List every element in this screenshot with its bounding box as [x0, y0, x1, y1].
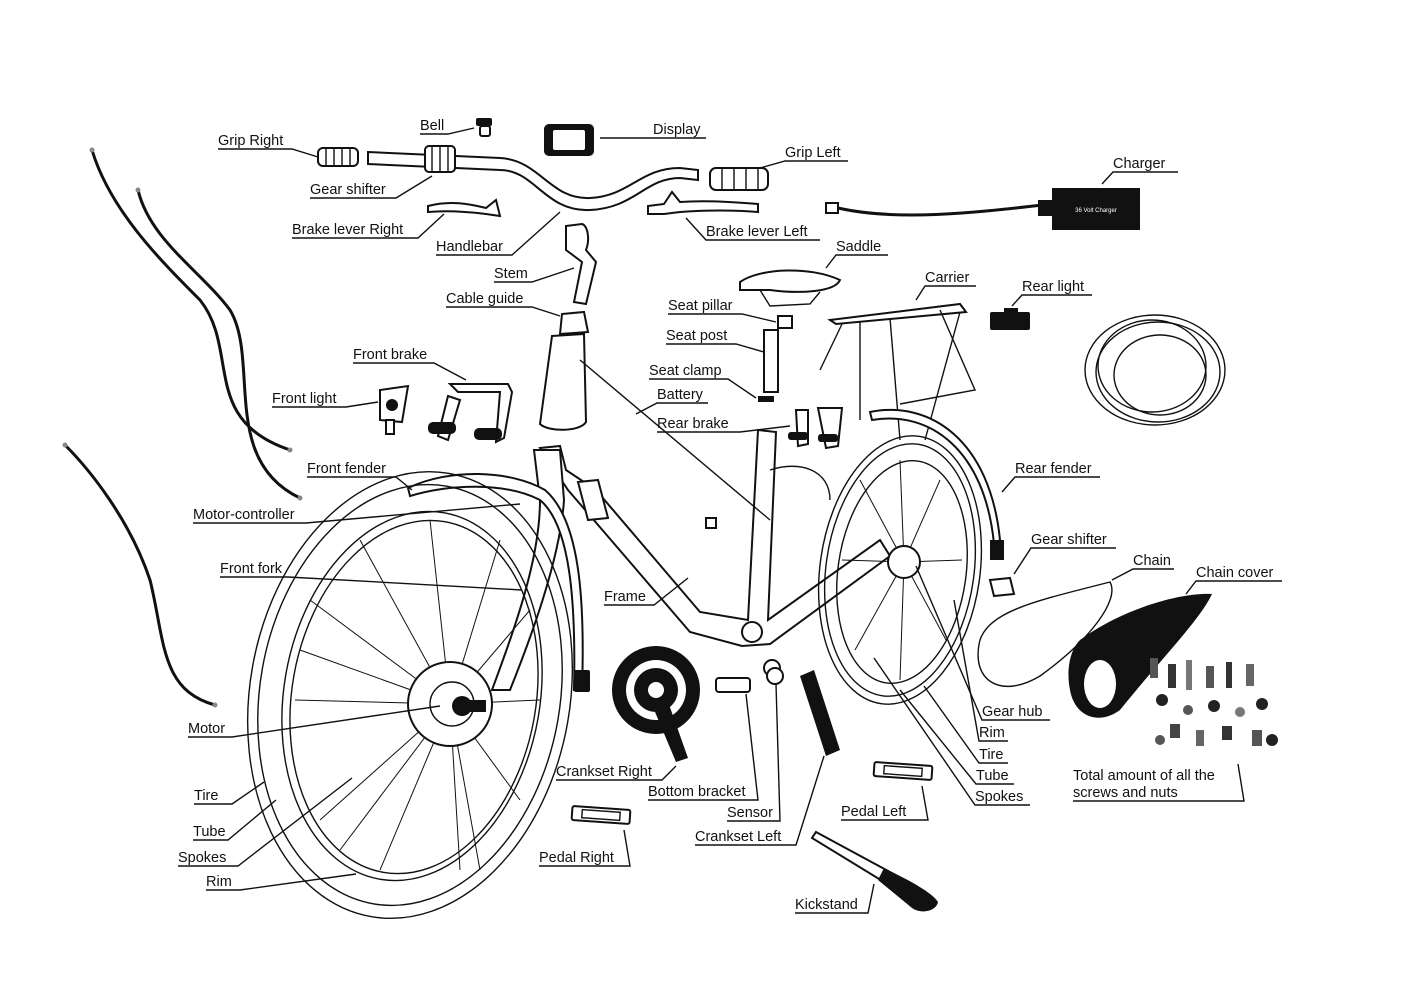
label-carrier: Carrier [925, 270, 969, 286]
saddle [739, 269, 842, 307]
label-handlebar: Handlebar [436, 239, 503, 255]
label-pedal-right: Pedal Right [539, 850, 614, 866]
front-wheel [246, 470, 574, 920]
bell-icon [476, 118, 492, 137]
label-gear-shifter-front: Gear shifter [310, 182, 386, 198]
brake-lever-left [647, 190, 759, 215]
seat-clamp [758, 396, 774, 402]
label-spokes-front: Spokes [178, 850, 226, 866]
label-front-brake: Front brake [353, 347, 427, 363]
label-screws-line2: screws and nuts [1073, 785, 1178, 801]
front-brake [428, 383, 514, 444]
label-motor-controller: Motor-controller [193, 507, 295, 523]
cable-coil [1084, 314, 1226, 426]
seat-post [763, 329, 779, 393]
label-sensor: Sensor [727, 805, 773, 821]
label-bottom-bracket: Bottom bracket [648, 784, 746, 800]
label-rear-brake: Rear brake [657, 416, 729, 432]
chain [977, 581, 1113, 687]
label-chain: Chain [1133, 553, 1171, 569]
label-chain-cover: Chain cover [1196, 565, 1274, 581]
label-screws-line1: Total amount of all the [1073, 768, 1215, 784]
label-front-fender: Front fender [307, 461, 386, 477]
label-seat-post: Seat post [666, 328, 727, 344]
chain-cover [1068, 593, 1212, 718]
label-spokes-rear: Spokes [975, 789, 1023, 805]
gear-shifter-front [424, 145, 456, 173]
label-stem: Stem [494, 266, 528, 282]
rear-light-icon [990, 308, 1030, 330]
label-tube-front: Tube [193, 824, 226, 840]
charger-device-text: 36 Volt Charger [1075, 208, 1117, 214]
frame [538, 359, 892, 648]
label-gear-shifter-rear: Gear shifter [1031, 532, 1107, 548]
battery [538, 332, 588, 431]
rear-brake [788, 407, 844, 450]
label-gear-hub: Gear hub [982, 704, 1042, 720]
label-battery: Battery [657, 387, 704, 403]
brake-lever-right [427, 198, 502, 218]
label-display: Display [653, 122, 701, 138]
label-grip-right: Grip Right [218, 133, 283, 149]
label-grip-left: Grip Left [785, 145, 841, 161]
label-rear-light: Rear light [1022, 279, 1084, 295]
rear-fender [868, 408, 1004, 560]
label-tube-rear: Tube [976, 768, 1009, 784]
label-kickstand: Kickstand [795, 897, 858, 913]
label-rear-fender: Rear fender [1015, 461, 1092, 477]
label-tire-rear: Tire [979, 747, 1003, 763]
cable-guide [558, 310, 590, 336]
carrier [819, 302, 976, 441]
label-rim-front: Rim [206, 874, 232, 890]
label-rim-rear: Rim [979, 725, 1005, 741]
grip-right [317, 147, 359, 167]
label-motor: Motor [188, 721, 225, 737]
gear-shifter-rear [988, 576, 1016, 598]
stem [565, 222, 598, 306]
label-pedal-left: Pedal Left [841, 804, 906, 820]
label-front-fork: Front fork [220, 561, 283, 577]
label-tire-front: Tire [194, 788, 218, 804]
label-front-light: Front light [272, 391, 336, 407]
label-brake-lever-right: Brake lever Right [292, 222, 403, 238]
handlebar [367, 150, 699, 212]
label-frame: Frame [604, 589, 646, 605]
grip-left [709, 167, 769, 191]
cables-left [62, 147, 303, 708]
sensor [763, 659, 784, 685]
bottom-bracket [715, 677, 751, 693]
pedal-left [872, 761, 934, 781]
label-crankset-left: Crankset Left [695, 829, 781, 845]
crankset-right [612, 646, 700, 762]
label-saddle: Saddle [836, 239, 881, 255]
label-brake-lever-left: Brake lever Left [706, 224, 808, 240]
label-seat-clamp: Seat clamp [649, 363, 722, 379]
kickstand [810, 830, 938, 912]
charger-icon: 36 Volt Charger [825, 188, 1140, 230]
labels: Grip Right Bell Display Grip Left Charge… [178, 118, 1282, 914]
label-bell: Bell [420, 118, 444, 134]
pedal-right [570, 805, 632, 825]
rear-wheel [817, 435, 983, 705]
screws-and-nuts [1150, 658, 1278, 746]
display-icon [544, 124, 594, 156]
label-seat-pillar: Seat pillar [668, 298, 733, 314]
front-light-icon [379, 384, 410, 435]
seat-pillar [777, 315, 793, 329]
label-cable-guide: Cable guide [446, 291, 523, 307]
label-crankset-right: Crankset Right [556, 764, 652, 780]
label-charger: Charger [1113, 156, 1166, 172]
crankset-left [800, 670, 840, 756]
